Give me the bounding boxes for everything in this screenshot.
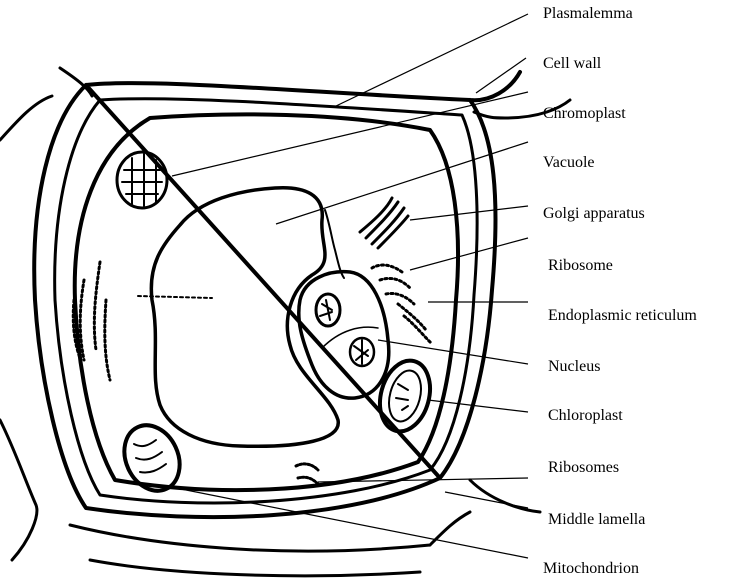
vacuole-streak bbox=[138, 296, 212, 298]
label-plasmalemma: Plasmalemma bbox=[543, 5, 633, 22]
label-chromoplast: Chromoplast bbox=[543, 105, 626, 122]
leader-ribosome bbox=[410, 238, 528, 270]
label-chloroplast: Chloroplast bbox=[548, 407, 623, 424]
label-cell-wall: Cell wall bbox=[543, 55, 602, 72]
label-ribosome: Ribosome bbox=[548, 257, 613, 274]
middle-lamella-line bbox=[55, 99, 477, 503]
neighbor-wall-bottom bbox=[70, 512, 470, 576]
label-endoplasmic-reticulum: Endoplasmic reticulum bbox=[548, 307, 697, 324]
chloroplast bbox=[373, 355, 438, 437]
label-vacuole: Vacuole bbox=[543, 154, 595, 171]
label-middle-lamella: Middle lamella bbox=[548, 511, 645, 528]
nucleus-inner-line bbox=[322, 327, 378, 348]
nucleolus bbox=[316, 294, 340, 326]
ribosomes-cluster bbox=[296, 464, 318, 484]
nucleus-thread bbox=[325, 210, 344, 278]
label-nucleus: Nucleus bbox=[548, 358, 600, 375]
label-mitochondrion: Mitochondrion bbox=[543, 560, 639, 577]
leader-golgi bbox=[410, 206, 528, 220]
vacuole bbox=[151, 188, 338, 447]
labels: Plasmalemma Cell wall Chromoplast Vacuol… bbox=[543, 5, 697, 577]
endoplasmic-reticulum bbox=[398, 304, 432, 344]
golgi-apparatus bbox=[360, 198, 408, 248]
label-ribosomes: Ribosomes bbox=[548, 459, 619, 476]
chromoplast bbox=[117, 152, 167, 208]
nucleus-chromatin bbox=[350, 338, 374, 366]
cell-wall-outer bbox=[34, 72, 520, 517]
neighbor-wall-left bbox=[0, 68, 92, 560]
label-golgi-apparatus: Golgi apparatus bbox=[543, 205, 645, 222]
